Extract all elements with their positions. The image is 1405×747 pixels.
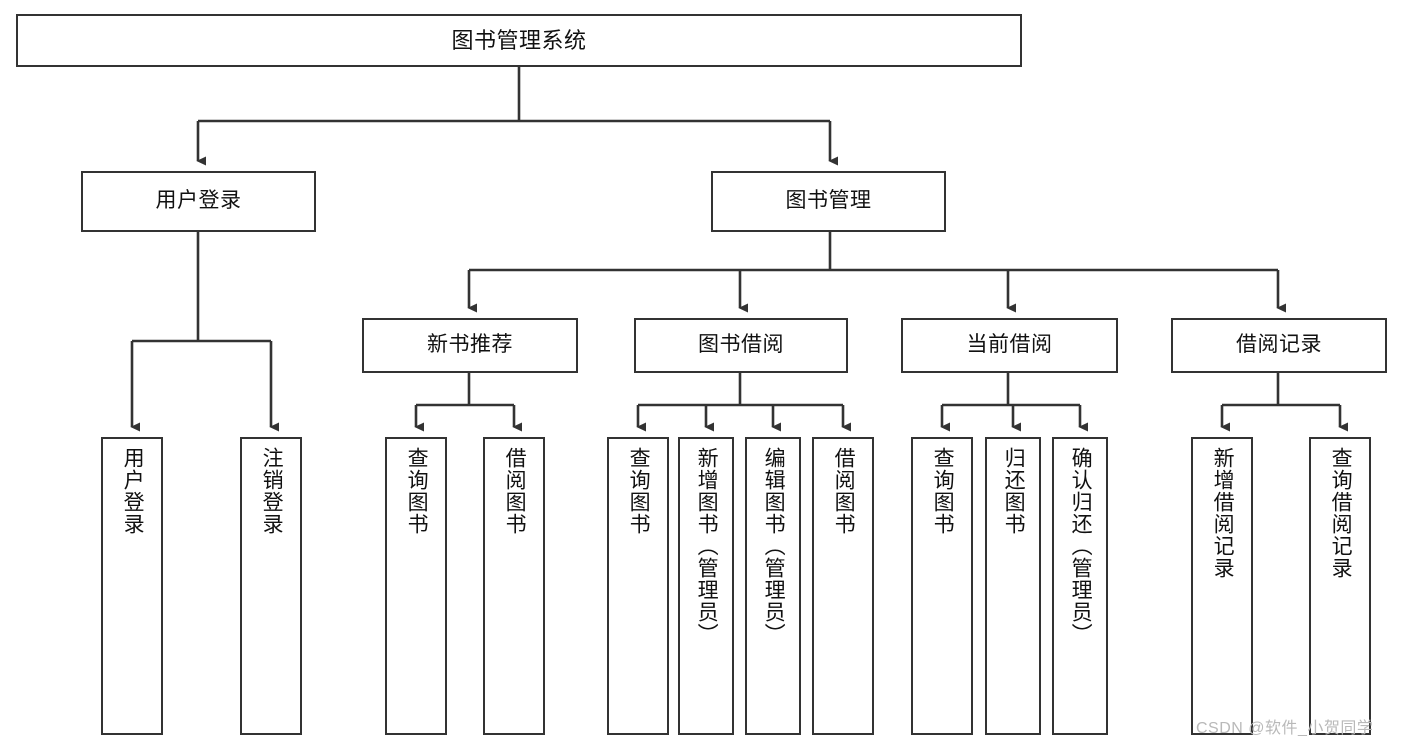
node-label: 查询借阅记录 xyxy=(1329,447,1353,579)
node-label: 图书管理 xyxy=(785,189,872,213)
node-label: 确认归还（管理员） xyxy=(1069,447,1093,645)
node-label: 新增图书（管理员） xyxy=(695,447,719,645)
node-leaf-edit-book[interactable]: 编辑图书（管理员） xyxy=(745,437,801,735)
node-leaf-user-login[interactable]: 用户登录 xyxy=(101,437,163,735)
node-label: 当前借阅 xyxy=(966,333,1053,357)
node-leaf-logout[interactable]: 注销登录 xyxy=(240,437,302,735)
node-label: 借阅记录 xyxy=(1236,333,1322,357)
node-leaf-borrow-book-rec[interactable]: 借阅图书 xyxy=(483,437,545,735)
watermark: CSDN @软件_小贺同学 xyxy=(1196,720,1374,737)
node-label: 查询图书 xyxy=(627,447,651,535)
node-user-login[interactable]: 用户登录 xyxy=(81,171,316,232)
node-label: 归还图书 xyxy=(1002,447,1026,535)
node-borrow-record[interactable]: 借阅记录 xyxy=(1171,318,1387,373)
node-label: 图书借阅 xyxy=(698,333,784,357)
node-label: 用户登录 xyxy=(121,447,145,535)
node-label: 用户登录 xyxy=(155,189,242,213)
node-label: 图书管理系统 xyxy=(451,27,587,53)
node-book-manage[interactable]: 图书管理 xyxy=(711,171,946,232)
node-leaf-query-book[interactable]: 查询图书 xyxy=(607,437,669,735)
node-leaf-add-book[interactable]: 新增图书（管理员） xyxy=(678,437,734,735)
node-label: 借阅图书 xyxy=(832,447,856,535)
node-label: 查询图书 xyxy=(405,447,429,535)
node-leaf-return-book[interactable]: 归还图书 xyxy=(985,437,1041,735)
node-label: 编辑图书（管理员） xyxy=(762,447,786,645)
node-label: 新书推荐 xyxy=(427,333,513,357)
node-label: 查询图书 xyxy=(931,447,955,535)
node-current-borrow[interactable]: 当前借阅 xyxy=(901,318,1118,373)
node-leaf-query-record[interactable]: 查询借阅记录 xyxy=(1309,437,1371,735)
node-leaf-borrow-book[interactable]: 借阅图书 xyxy=(812,437,874,735)
node-leaf-query-book-current[interactable]: 查询图书 xyxy=(911,437,973,735)
node-new-book-rec[interactable]: 新书推荐 xyxy=(362,318,578,373)
node-label: 新增借阅记录 xyxy=(1211,447,1235,579)
node-leaf-confirm-return[interactable]: 确认归还（管理员） xyxy=(1052,437,1108,735)
node-book-borrow[interactable]: 图书借阅 xyxy=(634,318,848,373)
node-leaf-add-record[interactable]: 新增借阅记录 xyxy=(1191,437,1253,735)
node-label: 借阅图书 xyxy=(503,447,527,535)
node-root-system[interactable]: 图书管理系统 xyxy=(16,14,1022,67)
node-leaf-query-book-rec[interactable]: 查询图书 xyxy=(385,437,447,735)
node-label: 注销登录 xyxy=(260,447,284,535)
